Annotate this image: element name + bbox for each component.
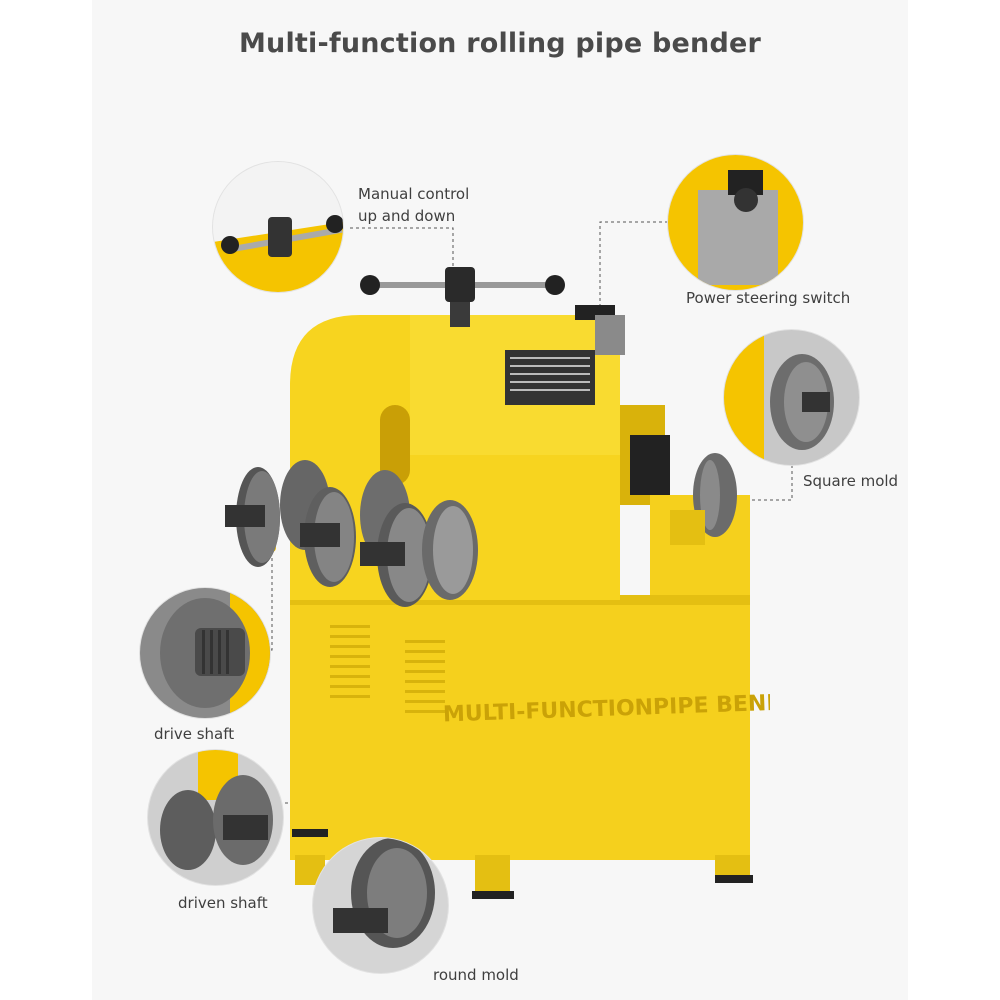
driven-shaft-detail-image <box>148 750 283 885</box>
label-manual-control: Manual control up and down <box>358 185 470 225</box>
page-title: Multi-function rolling pipe bender <box>238 28 762 59</box>
label-driven-shaft: driven shaft <box>178 894 268 912</box>
label-power-switch: Power steering switch <box>686 289 851 307</box>
pipe-bender-machine: MULTI-FUNCTIONPIPE BENDER <box>210 255 770 915</box>
round-mold-detail-image <box>313 838 448 973</box>
square-mold-detail-image <box>724 330 859 465</box>
label-square-mold: Square mold <box>803 472 899 490</box>
manual-control-detail-image <box>213 162 343 292</box>
power-switch-detail-image <box>668 155 803 290</box>
label-drive-shaft: drive shaft <box>154 725 235 743</box>
label-round-mold: round mold <box>433 966 519 984</box>
drive-shaft-detail-image <box>140 588 270 718</box>
